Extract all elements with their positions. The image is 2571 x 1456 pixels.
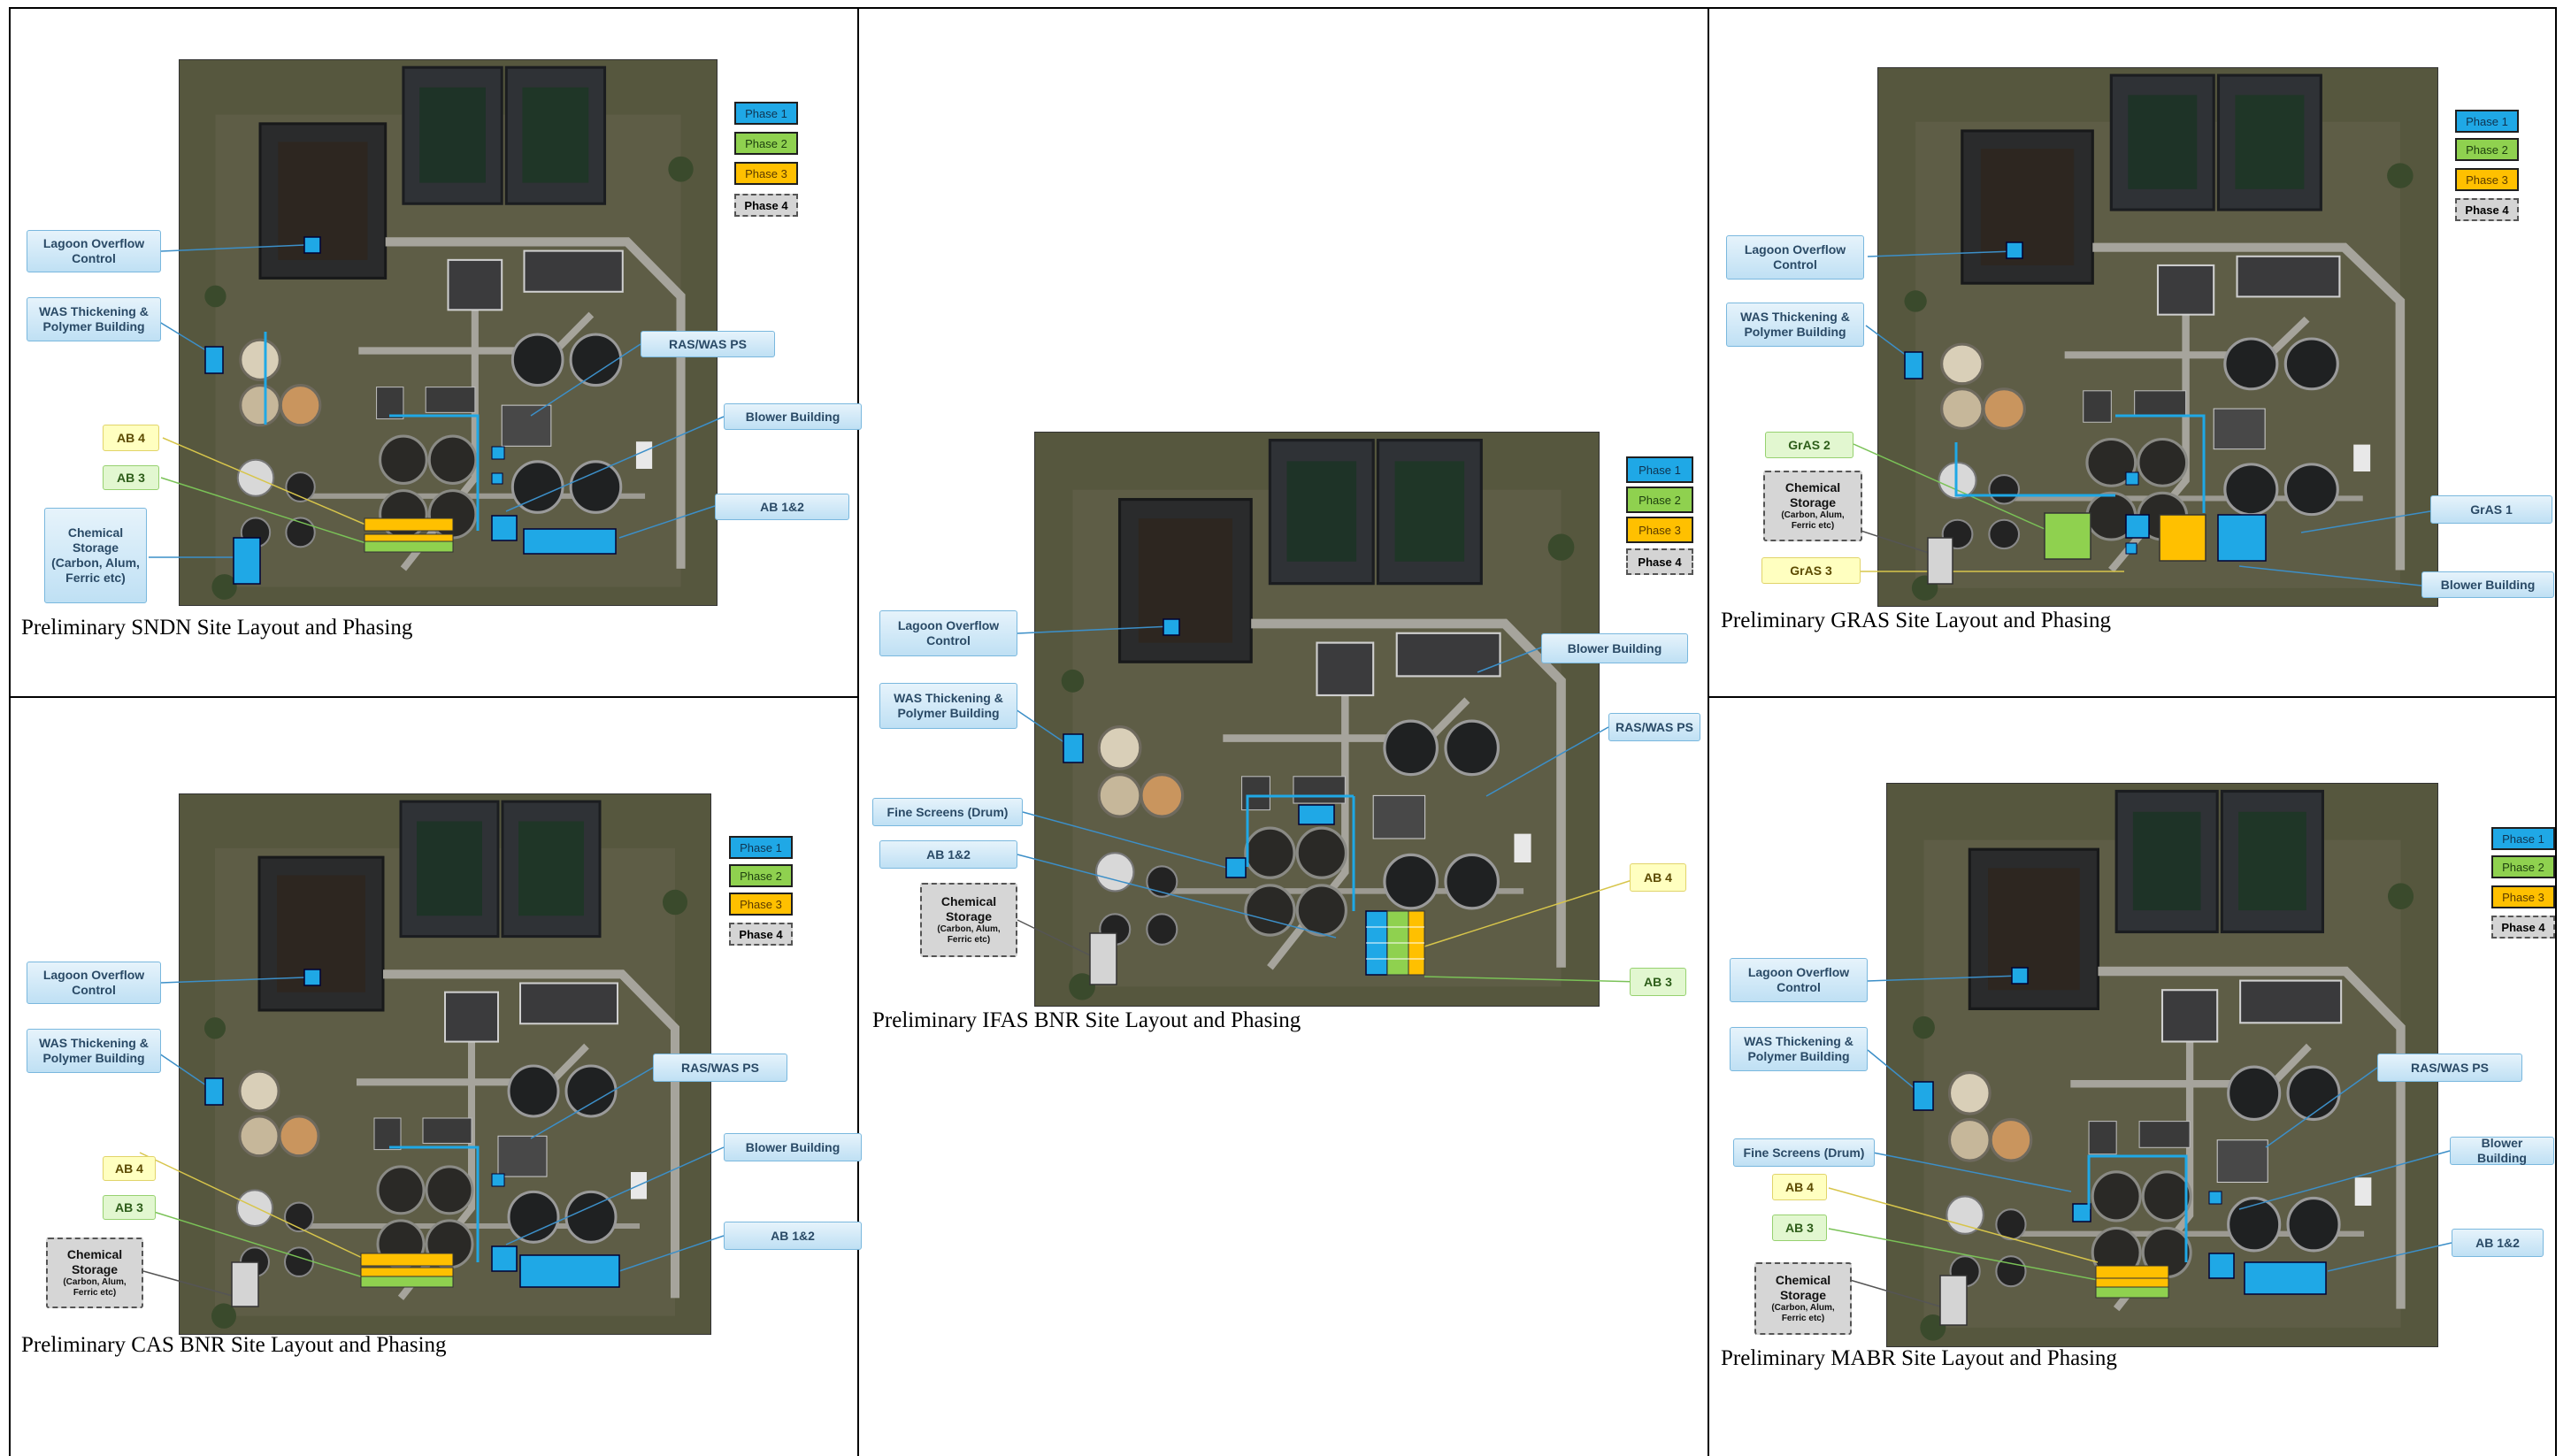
frame-top — [9, 7, 2557, 9]
callout-ab-4: AB 4 — [103, 1156, 156, 1181]
callout-blower-building: Blower Building — [724, 403, 862, 430]
callout-was-thickening: WAS Thickening & Polymer Building — [879, 683, 1017, 729]
callout-lagoon-overflow-control: Lagoon Overflow Control — [27, 230, 161, 272]
callout-ab-3: AB 3 — [103, 1195, 156, 1220]
legend-phase-3: Phase 3 — [2491, 885, 2555, 908]
aerial-photo — [179, 793, 711, 1335]
callout-was-thickening: WAS Thickening & Polymer Building — [27, 1029, 161, 1073]
callout-chemical-storage: Chemical Storage (Carbon, Alum, Ferric e… — [44, 508, 147, 603]
divider-left-horizontal — [9, 696, 859, 698]
callout-ras-was-ps: RAS/WAS PS — [2377, 1054, 2522, 1082]
callout-ab-4: AB 4 — [1772, 1174, 1827, 1200]
legend-phase-4: Phase 4 — [734, 194, 798, 217]
panel-mabr: Phase 1 Phase 2 Phase 3 Phase 4 Lagoon O… — [1708, 696, 2557, 1456]
callout-blower-building: Blower Building — [1541, 633, 1688, 663]
callout-gras-1: GrAS 1 — [2430, 495, 2552, 524]
legend-phase-2: Phase 2 — [734, 132, 798, 155]
callout-chemical-storage: Chemical Storage (Carbon, Alum, Ferric e… — [920, 883, 1017, 957]
legend-phase-3: Phase 3 — [2455, 168, 2519, 191]
panel-sndn: Phase 1 Phase 2 Phase 3 Phase 4 Lagoon O… — [0, 0, 862, 696]
callout-chemical-storage: Chemical Storage (Carbon, Alum, Ferric e… — [1754, 1262, 1852, 1335]
chemical-storage-subtitle: (Carbon, Alum, Ferric etc) — [1771, 1303, 1835, 1323]
caption-gras: Preliminary GRAS Site Layout and Phasing — [1721, 609, 2111, 632]
callout-ab-1-2: AB 1&2 — [879, 840, 1017, 869]
callout-ras-was-ps: RAS/WAS PS — [641, 331, 775, 357]
divider-left — [857, 7, 859, 1456]
callout-gras-3: GrAS 3 — [1761, 557, 1861, 584]
chemical-storage-title: Chemical Storage — [1784, 480, 1841, 510]
caption-mabr: Preliminary MABR Site Layout and Phasing — [1721, 1346, 2117, 1370]
callout-ab-1-2: AB 1&2 — [2452, 1229, 2544, 1257]
chemical-storage-title: Chemical Storage — [940, 894, 997, 923]
callout-ab-3: AB 3 — [1772, 1215, 1827, 1241]
legend-phase-1: Phase 1 — [2455, 110, 2519, 133]
aerial-photo — [1034, 432, 1600, 1007]
callout-ab-4: AB 4 — [103, 425, 159, 451]
legend-phase-1: Phase 1 — [734, 102, 798, 125]
frame-right — [2555, 7, 2557, 1456]
legend-phase-3: Phase 3 — [729, 893, 793, 916]
legend-phase-1: Phase 1 — [2491, 827, 2555, 850]
callout-lagoon-overflow-control: Lagoon Overflow Control — [27, 962, 161, 1004]
legend-phase-4: Phase 4 — [2455, 198, 2519, 221]
panel-gras: Phase 1 Phase 2 Phase 3 Phase 4 Lagoon O… — [1708, 0, 2557, 696]
caption-sndn: Preliminary SNDN Site Layout and Phasing — [21, 616, 413, 640]
chemical-storage-title: Chemical Storage — [66, 1247, 123, 1276]
callout-ab-3: AB 3 — [1630, 968, 1686, 996]
callout-fine-screens: Fine Screens (Drum) — [872, 798, 1023, 826]
legend-phase-4: Phase 4 — [729, 923, 793, 946]
callout-chemical-storage: Chemical Storage (Carbon, Alum, Ferric e… — [46, 1238, 143, 1308]
callout-lagoon-overflow-control: Lagoon Overflow Control — [1726, 235, 1864, 280]
legend-phase-2: Phase 2 — [729, 864, 793, 887]
caption-ifas-bnr: Preliminary IFAS BNR Site Layout and Pha… — [872, 1008, 1301, 1032]
chemical-storage-title: Chemical Storage — [1775, 1273, 1831, 1302]
callout-was-thickening: WAS Thickening & Polymer Building — [27, 297, 161, 341]
aerial-photo — [179, 59, 718, 606]
aerial-photo — [1877, 67, 2438, 607]
divider-right-horizontal — [1708, 696, 2557, 698]
panel-cas-bnr: Phase 1 Phase 2 Phase 3 Phase 4 Lagoon O… — [0, 696, 862, 1456]
callout-ab-1-2: AB 1&2 — [724, 1222, 862, 1250]
chemical-storage-subtitle: (Carbon, Alum, Ferric etc) — [937, 924, 1001, 945]
legend-phase-4: Phase 4 — [2491, 916, 2555, 939]
aerial-photo — [1886, 783, 2438, 1347]
callout-ras-was-ps: RAS/WAS PS — [653, 1054, 787, 1082]
legend-phase-1: Phase 1 — [729, 836, 793, 859]
callout-ab-3: AB 3 — [103, 465, 159, 490]
callout-ab-4: AB 4 — [1630, 863, 1686, 892]
callout-chemical-storage: Chemical Storage (Carbon, Alum, Ferric e… — [1763, 471, 1862, 541]
chemical-storage-subtitle: (Carbon, Alum, Ferric etc) — [63, 1277, 127, 1298]
callout-blower-building: Blower Building — [2421, 571, 2554, 598]
callout-fine-screens: Fine Screens (Drum) — [1733, 1138, 1875, 1167]
divider-right — [1708, 7, 1709, 1456]
callout-ab-1-2: AB 1&2 — [715, 494, 849, 520]
legend-phase-2: Phase 2 — [2491, 855, 2555, 878]
legend-phase-1: Phase 1 — [1626, 456, 1693, 483]
callout-lagoon-overflow-control: Lagoon Overflow Control — [1730, 958, 1868, 1002]
callout-was-thickening: WAS Thickening & Polymer Building — [1730, 1027, 1868, 1071]
chemical-storage-subtitle: (Carbon, Alum, Ferric etc) — [1781, 510, 1845, 531]
callout-blower-building: Blower Building — [724, 1133, 862, 1161]
frame-left — [9, 7, 11, 1456]
callout-lagoon-overflow-control: Lagoon Overflow Control — [879, 610, 1017, 656]
callout-gras-2: GrAS 2 — [1765, 432, 1853, 458]
legend-phase-2: Phase 2 — [1626, 487, 1693, 513]
legend-phase-2: Phase 2 — [2455, 138, 2519, 161]
callout-blower-building: Blower Building — [2450, 1136, 2554, 1165]
callout-was-thickening: WAS Thickening & Polymer Building — [1726, 303, 1864, 347]
legend-phase-4: Phase 4 — [1626, 548, 1693, 575]
panel-ifas-bnr: Phase 1 Phase 2 Phase 3 Phase 4 Lagoon O… — [858, 0, 1708, 1456]
caption-cas-bnr: Preliminary CAS BNR Site Layout and Phas… — [21, 1333, 447, 1357]
legend-phase-3: Phase 3 — [734, 162, 798, 185]
legend-phase-3: Phase 3 — [1626, 517, 1693, 543]
callout-ras-was-ps: RAS/WAS PS — [1608, 713, 1700, 741]
